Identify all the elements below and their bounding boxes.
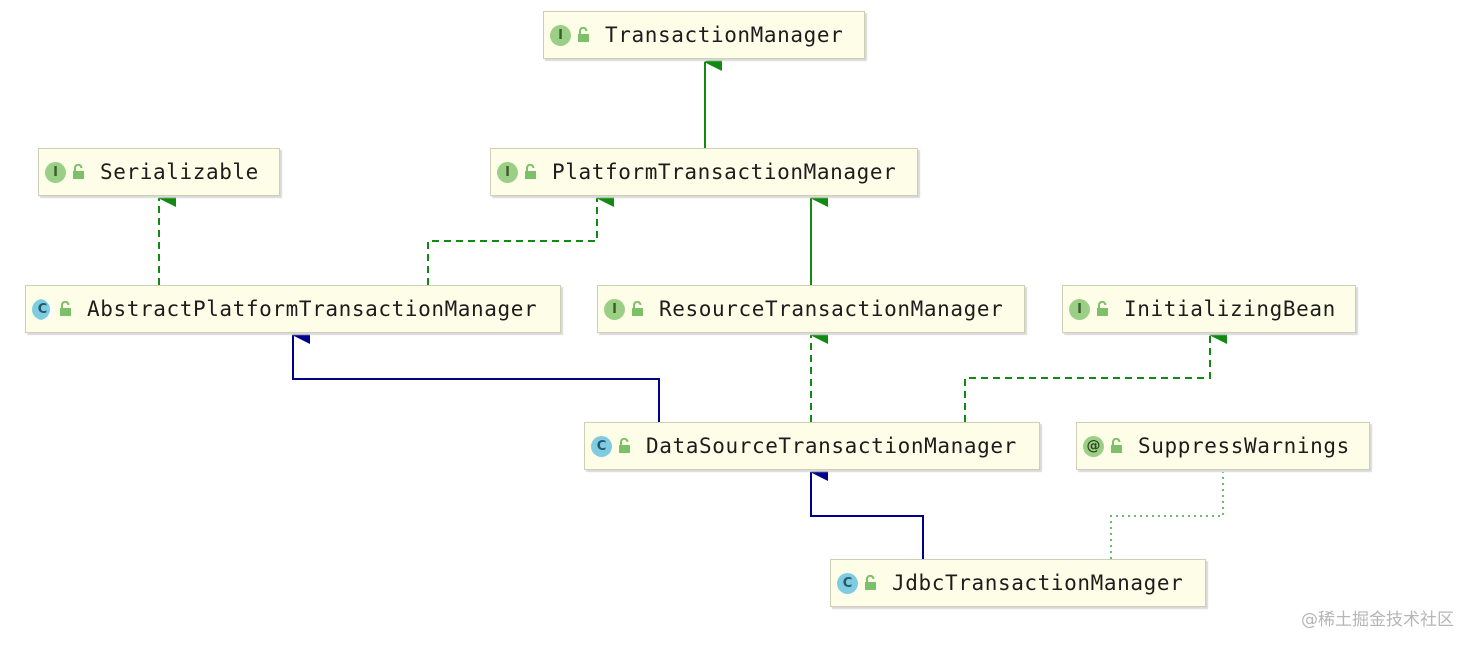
node-label: ResourceTransactionManager <box>659 297 1004 321</box>
class-icon: C <box>591 435 612 457</box>
unlocked-padlock-icon <box>1111 438 1122 453</box>
abstract-class-icon: C <box>32 298 53 320</box>
node-label: Serializable <box>100 160 259 184</box>
class-icon: C <box>837 572 858 594</box>
node-jdbc-transaction-manager[interactable]: C JdbcTransactionManager <box>830 559 1206 607</box>
node-label: DataSourceTransactionManager <box>646 434 1017 458</box>
node-label: InitializingBean <box>1124 297 1336 321</box>
node-suppress-warnings[interactable]: @ SuppressWarnings <box>1076 422 1370 470</box>
node-abstract-platform-transaction-manager[interactable]: C AbstractPlatformTransactionManager <box>25 285 561 333</box>
unlocked-padlock-icon <box>525 164 536 179</box>
interface-icon: I <box>45 161 66 183</box>
node-resource-transaction-manager[interactable]: I ResourceTransactionManager <box>597 285 1025 333</box>
node-label: JdbcTransactionManager <box>892 571 1184 595</box>
node-label: AbstractPlatformTransactionManager <box>87 297 538 321</box>
node-label: TransactionManager <box>605 23 844 47</box>
watermark: @稀土掘金技术社区 <box>1301 610 1454 630</box>
node-serializable[interactable]: I Serializable <box>38 148 280 196</box>
interface-icon: I <box>1069 298 1090 320</box>
edge-abstract-to-platform <box>427 189 614 285</box>
interface-icon: I <box>550 24 571 46</box>
unlocked-padlock-icon <box>578 27 589 42</box>
node-transaction-manager[interactable]: I TransactionManager <box>543 11 865 59</box>
unlocked-padlock-icon <box>865 575 876 590</box>
interface-icon: I <box>497 161 518 183</box>
unlocked-padlock-icon <box>73 164 84 179</box>
edge-jdbc-to-datasource <box>810 463 924 559</box>
edge-jdbc-to-suppress-warnings <box>1110 472 1224 559</box>
unlocked-padlock-icon <box>632 301 643 316</box>
unlocked-padlock-icon <box>1097 301 1108 316</box>
node-label: PlatformTransactionManager <box>552 160 897 184</box>
unlocked-padlock-icon <box>619 438 630 453</box>
interface-icon: I <box>604 298 625 320</box>
edge-datasource-to-abstract <box>292 326 660 422</box>
node-platform-transaction-manager[interactable]: I PlatformTransactionManager <box>490 148 918 196</box>
node-data-source-transaction-manager[interactable]: C DataSourceTransactionManager <box>584 422 1040 470</box>
edge-datasource-to-initializing-bean <box>964 326 1227 422</box>
node-initializing-bean[interactable]: I InitializingBean <box>1062 285 1356 333</box>
node-label: SuppressWarnings <box>1138 434 1350 458</box>
annotation-icon: @ <box>1083 435 1104 457</box>
unlocked-padlock-icon <box>60 301 71 316</box>
